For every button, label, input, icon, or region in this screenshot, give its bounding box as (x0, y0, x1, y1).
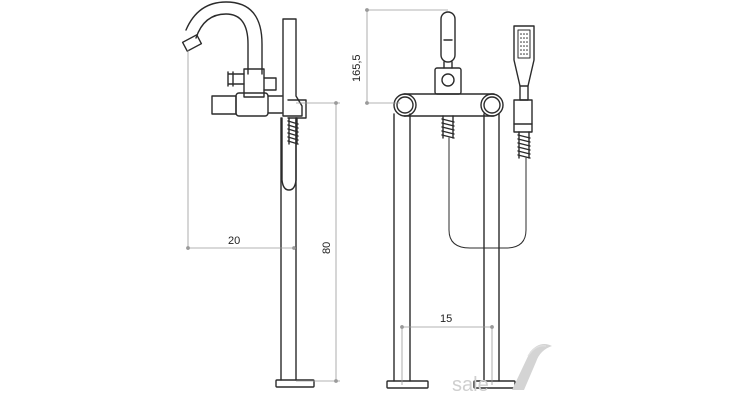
side-spout (185, 1, 263, 75)
front-spout-tube (440, 11, 456, 63)
dim-spout-reach-label: 20 (228, 235, 240, 247)
side-hose-coil (287, 117, 299, 145)
front-left-knob-inner (396, 96, 414, 114)
side-valve-block (243, 68, 265, 98)
side-base-plate (275, 379, 315, 388)
watermark: sale (452, 344, 552, 396)
front-left-knob (393, 93, 417, 117)
front-left-leg (393, 113, 411, 382)
watermark-text: sale (452, 374, 489, 396)
dim-total-height (296, 101, 340, 383)
dim-total-height-label: 80 (321, 242, 333, 254)
front-center-coil (441, 115, 455, 139)
front-spout-stem (443, 39, 453, 69)
dim-leg-spacing (400, 325, 494, 385)
dim-leg-spacing-label: 15 (440, 313, 452, 325)
front-view (386, 11, 535, 389)
side-spout-outlet (181, 34, 203, 52)
side-shower-holder (282, 18, 303, 117)
front-central-block (434, 67, 462, 95)
side-mixer-cylinder (235, 92, 269, 117)
side-view (181, 1, 315, 388)
dim-top-height (365, 8, 448, 105)
dim-top-height-label: 165,5 (351, 54, 363, 82)
front-right-knob-inner (483, 96, 501, 114)
front-base-plate-left (386, 380, 429, 389)
front-hose-loop (448, 137, 527, 249)
side-hose-loop (281, 117, 297, 191)
front-central-knob (441, 73, 455, 87)
front-shower-nozzles (520, 33, 528, 55)
front-right-knob (480, 93, 504, 117)
side-handle (227, 71, 245, 87)
side-connector (263, 77, 277, 91)
side-arm (267, 95, 283, 114)
front-hand-shower (513, 25, 535, 133)
front-shower-coil (517, 131, 531, 159)
dim-spout-reach (186, 50, 296, 250)
side-mixer-body (211, 95, 237, 115)
watermark-logo-icon (512, 344, 552, 390)
